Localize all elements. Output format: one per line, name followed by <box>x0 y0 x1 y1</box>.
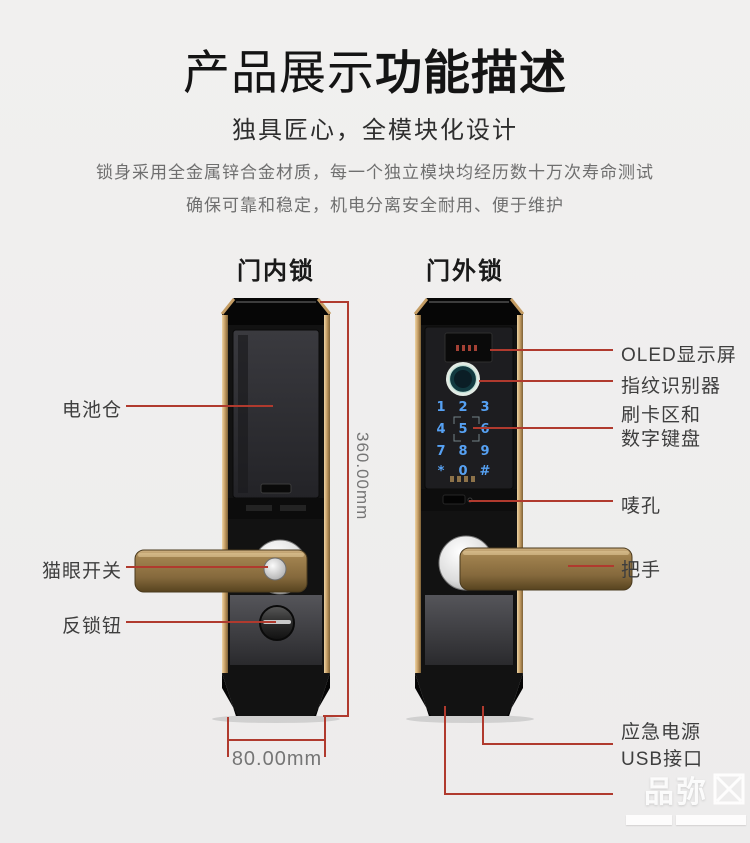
page-title-part1: 产品展示 <box>183 46 375 99</box>
callout-line-peephole-switch <box>126 566 268 568</box>
label-usb-line2: USB接口 <box>621 749 704 770</box>
page-title-part2: 功能描述 <box>375 46 567 99</box>
section-header-outdoor: 门外锁 <box>426 258 504 285</box>
keypad-key: 1 <box>436 400 445 415</box>
callout-line-card-area <box>473 427 613 429</box>
keypad-key: 9 <box>480 444 489 459</box>
brand-marks <box>450 476 475 482</box>
dimension-line-height <box>347 301 349 717</box>
indoor-lock-shadow <box>212 715 340 723</box>
gold-bevel <box>413 298 429 315</box>
keypad-key: 3 <box>480 400 489 415</box>
outdoor-handle <box>459 547 633 591</box>
gold-edge-left <box>222 315 228 673</box>
watermark-text: 品弥 <box>644 776 708 809</box>
keypad-key: 6 <box>480 422 489 437</box>
label-battery: 电池仓 <box>61 400 122 421</box>
watermark-net-logo <box>713 773 745 805</box>
label-card-area-line1: 刷卡区和 <box>621 405 702 426</box>
dimension-width-value: 80.00mm <box>231 748 323 770</box>
callout-line-keyhole <box>444 793 613 795</box>
callout-line-deadbolt-knob <box>126 621 276 623</box>
description-line1: 锁身采用全金属锌合金材质，每一个独立模块均经历数十万次寿命测试 <box>96 163 654 182</box>
description-line2: 确保可靠和稳定，机电分离安全耐用、便于维护 <box>186 196 564 215</box>
label-handle: 把手 <box>621 560 662 581</box>
watermark-bar <box>676 815 746 825</box>
callout-line-battery <box>126 405 273 407</box>
gold-bevel <box>509 298 525 315</box>
dimension-line-width <box>227 739 326 741</box>
page-subtitle: 独具匠心，全模块化设计 <box>232 117 518 144</box>
dimension-tick-right <box>324 717 326 757</box>
base-step <box>228 498 324 519</box>
label-usb: 应急电源 USB接口 <box>621 719 703 773</box>
mic-recess <box>442 494 466 505</box>
dimension-tick-left <box>227 717 229 757</box>
panel-shade <box>238 335 248 493</box>
numeric-keypad: 1 2 3 4 5 6 7 8 9 * 0 # <box>436 400 490 479</box>
callout-line-fingerprint <box>479 380 613 382</box>
label-peephole-switch: 猫眼开关 <box>41 561 122 582</box>
callout-line-oled <box>490 349 613 351</box>
indoor-lock-image <box>134 298 340 723</box>
label-deadbolt-knob: 反锁钮 <box>61 616 122 637</box>
callout-line-usb-vertical <box>482 706 484 745</box>
dimension-tick-top <box>320 301 349 303</box>
battery-cover-latch <box>260 483 292 494</box>
indoor-lock-top-cap <box>222 298 330 325</box>
callout-line-handle <box>568 565 614 567</box>
oled-glyph <box>468 345 471 351</box>
gold-bevel <box>220 298 236 315</box>
handle-highlight <box>463 551 629 555</box>
oled-glyph <box>456 345 459 351</box>
callout-line-usb <box>482 743 613 745</box>
description: 锁身采用全金属锌合金材质，每一个独立模块均经历数十万次寿命测试 确保可靠和稳定，… <box>0 156 750 222</box>
callout-line-keyhole-vertical <box>444 706 446 795</box>
outdoor-lock-shadow <box>406 715 534 723</box>
lower-panel <box>425 595 513 665</box>
keypad-key: # <box>480 464 491 479</box>
watermark-bar <box>626 815 672 825</box>
gold-edge-right <box>517 315 523 673</box>
label-card-area-line2: 数字键盘 <box>621 429 702 450</box>
gold-edge-left <box>415 315 421 673</box>
card-reader-bracket <box>453 416 480 442</box>
watermark-row1: 品弥 <box>598 767 746 811</box>
keypad-key: 4 <box>436 422 445 437</box>
peephole-switch-button <box>263 557 287 581</box>
page-title: 产品展示功能描述 <box>0 34 750 103</box>
step-slot <box>280 505 306 511</box>
indoor-handle <box>134 549 308 593</box>
keypad-key: 8 <box>458 444 467 459</box>
section-header-indoor: 门内锁 <box>237 258 315 285</box>
handle-highlight <box>138 553 304 557</box>
dimension-tick-bottom <box>323 715 349 717</box>
outdoor-lock-top-cap <box>415 298 523 325</box>
gold-edge-right <box>324 315 330 673</box>
oled-glyph <box>462 345 465 351</box>
keypad-key: 5 <box>458 422 467 437</box>
fingerprint-sensor-center <box>454 370 472 388</box>
step-slot <box>246 505 272 511</box>
label-usb-line1: 应急电源 <box>621 722 702 743</box>
keypad-key: 7 <box>436 444 445 459</box>
callout-line-mic-hole <box>469 500 613 502</box>
label-oled: OLED显示屏 <box>621 345 737 366</box>
label-fingerprint: 指纹识别器 <box>621 376 722 397</box>
keypad-key: 2 <box>458 400 467 415</box>
keypad-key: * <box>438 464 445 479</box>
outdoor-lock-image: 1 2 3 4 5 6 7 8 9 * 0 # <box>406 298 633 723</box>
label-mic-hole: 唛孔 <box>621 496 662 517</box>
watermark-bars <box>598 815 746 825</box>
dimension-height-value: 360.00mm <box>353 432 372 521</box>
label-card-area: 刷卡区和 数字键盘 <box>621 404 701 452</box>
watermark: 品弥 <box>598 767 746 839</box>
oled-glyph <box>474 345 477 351</box>
keypad-key: 0 <box>458 464 467 479</box>
